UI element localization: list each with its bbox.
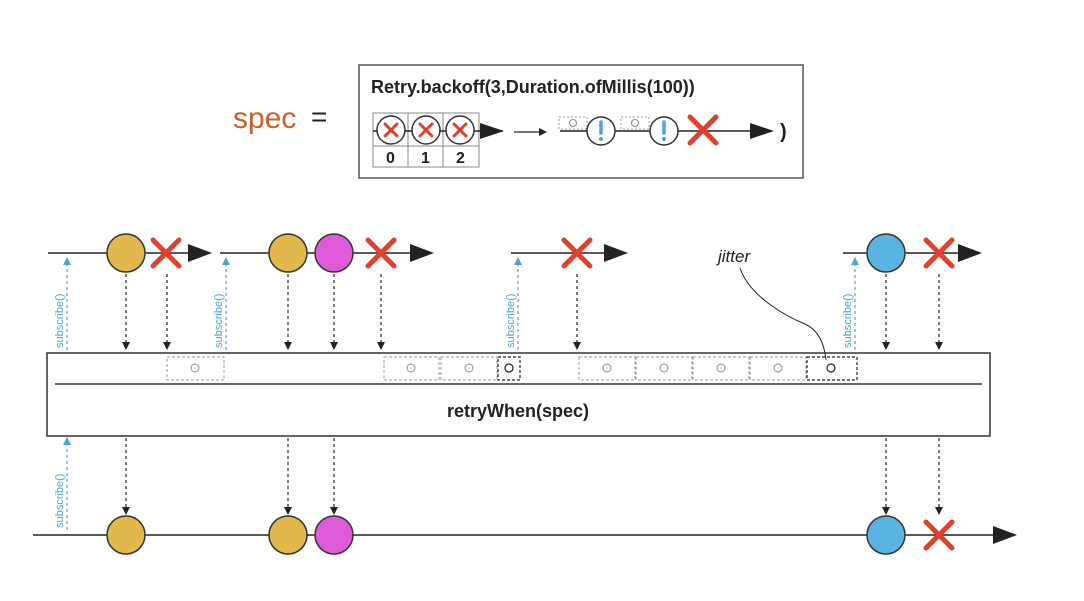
yellow-marble <box>106 233 146 273</box>
delay-slot <box>166 356 225 381</box>
upstream-attempt-3 <box>511 237 628 269</box>
yellow-marble <box>106 515 146 555</box>
result-arrowhead <box>750 123 774 139</box>
delay-slot <box>383 356 440 381</box>
error-x <box>923 519 955 551</box>
delay-slot <box>578 356 636 381</box>
yellow-marble <box>268 515 308 555</box>
delay-slot <box>749 356 807 381</box>
delay-slot <box>620 116 650 130</box>
yellow-marble <box>268 233 308 273</box>
jitter-delay-slot <box>806 356 858 381</box>
failed-attempt-1 <box>411 115 441 145</box>
signal-arrows-into-operator <box>122 274 943 350</box>
subscribe-label: subscribe() <box>505 294 517 348</box>
subscribe-arrow-4: subscribe() <box>842 257 859 350</box>
error-x <box>150 237 182 269</box>
magenta-marble <box>314 515 354 555</box>
magenta-marble <box>314 233 354 273</box>
closing-paren: ) <box>780 121 787 143</box>
blue-marble <box>866 233 906 273</box>
blue-marble <box>866 515 906 555</box>
subscribe-arrow-downstream: subscribe() <box>54 437 71 530</box>
error-x <box>923 237 955 269</box>
delay-slot <box>692 356 750 381</box>
exhausted-error-x <box>687 114 719 146</box>
attempt-index-2: 2 <box>456 150 465 167</box>
upstream-attempt-1 <box>48 233 212 273</box>
delay-slot <box>440 356 498 381</box>
subscribe-arrow-2: subscribe() <box>213 257 230 350</box>
spec-code-text: Retry.backoff(3,Duration.ofMillis(100)) <box>371 77 695 97</box>
subscribe-arrow-1: subscribe() <box>54 257 71 350</box>
subscribe-arrow-3: subscribe() <box>505 257 522 350</box>
upstream-attempt-4 <box>843 233 982 273</box>
jitter-pointer <box>739 267 827 361</box>
jitter-delay-slot <box>497 356 521 381</box>
failed-attempt-2 <box>445 115 475 145</box>
retry-signal-marble <box>586 116 616 146</box>
failed-attempt-0 <box>376 115 406 145</box>
upstream-attempt-2 <box>220 233 434 273</box>
subscribe-label: subscribe() <box>213 294 225 348</box>
spec-variable-label: spec <box>233 102 296 135</box>
delay-slot <box>635 356 693 381</box>
subscribe-label: subscribe() <box>54 294 66 348</box>
attempt-index-1: 1 <box>421 150 430 167</box>
attempt-index-0: 0 <box>386 150 395 167</box>
signal-arrows-out-of-operator <box>122 438 943 515</box>
subscribe-label: subscribe() <box>842 294 854 348</box>
delay-slot <box>558 116 588 130</box>
error-x <box>561 237 593 269</box>
retry-signal-marble <box>649 116 679 146</box>
error-x <box>365 237 397 269</box>
attempt-index-grid: 0 1 2 <box>372 112 480 168</box>
attempts-arrowhead <box>480 123 504 139</box>
operator-label: retryWhen(spec) <box>447 401 589 421</box>
downstream-timeline <box>33 515 1017 555</box>
spec-box: Retry.backoff(3,Duration.ofMillis(100)) … <box>358 64 804 179</box>
jitter-label: jitter <box>716 247 751 266</box>
equals-sign: = <box>311 101 327 132</box>
subscribe-label: subscribe() <box>54 474 66 528</box>
operator-box: retryWhen(spec) <box>46 352 991 437</box>
